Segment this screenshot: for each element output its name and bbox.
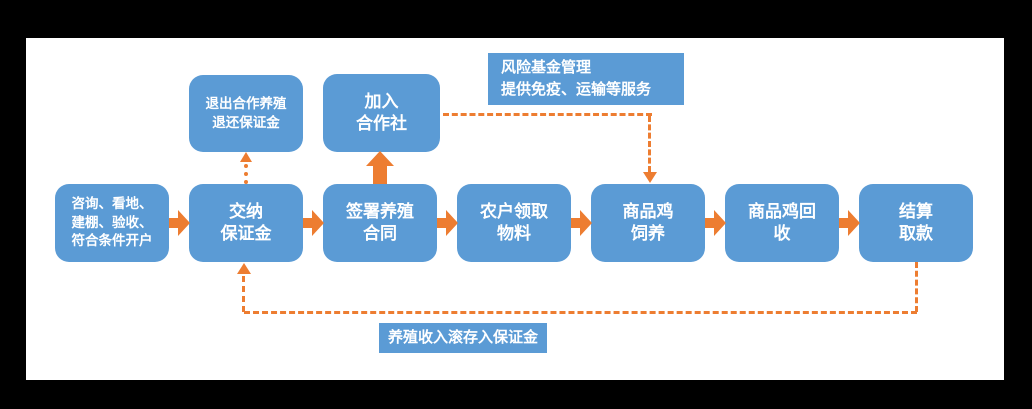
dashed-connector-join-horizontal [443, 113, 652, 116]
arrow-right-icon-2 [303, 210, 324, 236]
flow-step-recovery-label: 商品鸡回 收 [748, 202, 816, 243]
flow-step-raising: 商品鸡 饲养 [591, 184, 705, 262]
dashed-arrowhead-up-icon [237, 263, 251, 274]
arrow-tail [437, 218, 447, 228]
branch-join-coop: 加入 合作社 [323, 74, 440, 152]
flow-step-contract: 签署养殖 合同 [323, 184, 437, 262]
dashed-connector-rollover-left-vertical [242, 276, 245, 312]
flow-step-recovery: 商品鸡回 收 [725, 184, 839, 262]
flow-step-settle-label: 结算 取款 [899, 202, 933, 243]
dashed-connector-rollover-horizontal [244, 311, 917, 314]
arrow-tail [169, 218, 179, 228]
flow-step-contract-label: 签署养殖 合同 [346, 202, 414, 243]
arrow-head [848, 210, 860, 236]
arrow-head [366, 151, 394, 166]
arrow-head [178, 210, 190, 236]
arrow-head [580, 210, 592, 236]
flow-step-materials: 农户领取 物料 [457, 184, 571, 262]
note-risk-fund-label: 风险基金管理 提供免疫、运输等服务 [501, 59, 652, 98]
note-income-rollover: 养殖收入滚存入保证金 [379, 323, 547, 353]
arrow-right-icon-3 [437, 210, 458, 236]
flow-step-deposit: 交纳 保证金 [189, 184, 303, 262]
flow-step-consult: 咨询、看地、 建棚、验收、 符合条件开户 [55, 184, 169, 262]
arrow-tail [705, 218, 715, 228]
arrow-head [446, 210, 458, 236]
dashed-connector-join-vertical [648, 116, 651, 172]
arrow-right-icon-1 [169, 210, 190, 236]
arrow-right-icon-6 [839, 210, 860, 236]
arrow-right-icon-4 [571, 210, 592, 236]
dashed-connector-rollover-right-vertical [915, 262, 918, 312]
flow-step-deposit-label: 交纳 保证金 [220, 202, 272, 243]
flow-step-raising-label: 商品鸡 饲养 [622, 202, 674, 243]
arrow-up-icon-contract-to-join [366, 151, 394, 184]
arrow-head [312, 210, 324, 236]
dotted-connector-deposit-to-exit [244, 164, 248, 184]
arrow-tail [571, 218, 581, 228]
arrow-right-icon-5 [705, 210, 726, 236]
arrow-tail [373, 165, 387, 184]
flow-step-settle: 结算 取款 [859, 184, 973, 262]
arrow-tail [303, 218, 313, 228]
branch-join-coop-label: 加入 合作社 [356, 92, 407, 133]
branch-exit-refund: 退出合作养殖 退还保证金 [189, 75, 303, 152]
branch-exit-refund-label: 退出合作养殖 退还保证金 [205, 95, 287, 130]
arrow-tail [839, 218, 849, 228]
dashed-arrowhead-down-icon [643, 172, 657, 183]
arrow-head [714, 210, 726, 236]
note-income-rollover-label: 养殖收入滚存入保证金 [387, 329, 538, 347]
note-risk-fund: 风险基金管理 提供免疫、运输等服务 [488, 53, 684, 105]
diagram-canvas: 咨询、看地、 建棚、验收、 符合条件开户 交纳 保证金 签署养殖 合同 农户领取… [26, 38, 1004, 380]
flow-step-consult-label: 咨询、看地、 建棚、验收、 符合条件开户 [71, 195, 153, 249]
dotted-arrowhead-up-icon [240, 152, 252, 162]
flow-step-materials-label: 农户领取 物料 [480, 202, 548, 243]
